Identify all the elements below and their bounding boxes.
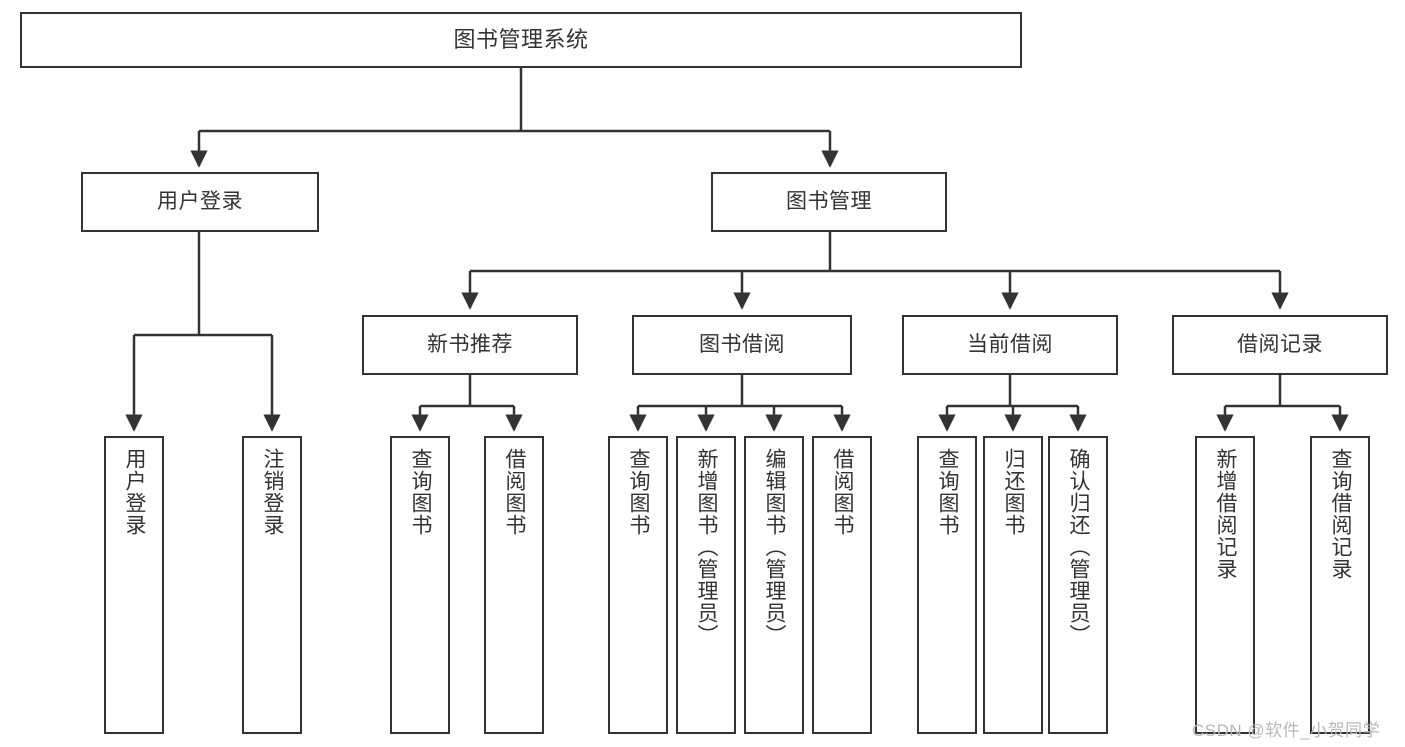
- node-borrow-records[interactable]: 借阅记录: [1172, 315, 1388, 375]
- leaf-borrow-query-book[interactable]: 查询图书: [608, 436, 668, 734]
- node-root-label: 图书管理系统: [453, 27, 589, 53]
- leaf-borrow-edit-book-label: 编辑图书（管理员）: [763, 448, 787, 646]
- leaf-new-book-query-label: 查询图书: [409, 448, 433, 536]
- node-new-book-recommend-label: 新书推荐: [427, 332, 513, 356]
- leaf-records-add-label: 新增借阅记录: [1214, 448, 1238, 580]
- leaf-borrow-edit-book[interactable]: 编辑图书（管理员）: [744, 436, 804, 734]
- leaf-records-add[interactable]: 新增借阅记录: [1195, 436, 1255, 734]
- node-book-borrow-label: 图书借阅: [699, 332, 785, 356]
- leaf-borrow-query-book-label: 查询图书: [627, 448, 651, 536]
- node-new-book-recommend[interactable]: 新书推荐: [362, 315, 578, 375]
- leaf-user-login[interactable]: 用户登录: [104, 436, 164, 734]
- node-book-management-label: 图书管理: [786, 189, 872, 213]
- leaf-user-logout-label: 注销登录: [261, 448, 285, 536]
- leaf-borrow-borrow-book-label: 借阅图书: [831, 448, 855, 536]
- leaf-user-logout[interactable]: 注销登录: [242, 436, 302, 734]
- leaf-new-book-borrow-label: 借阅图书: [503, 448, 527, 536]
- node-root[interactable]: 图书管理系统: [20, 12, 1022, 68]
- leaf-borrow-add-book[interactable]: 新增图书（管理员）: [676, 436, 736, 734]
- leaf-current-return-book-label: 归还图书: [1002, 448, 1026, 536]
- leaf-borrow-borrow-book[interactable]: 借阅图书: [812, 436, 872, 734]
- node-book-borrow[interactable]: 图书借阅: [632, 315, 852, 375]
- node-current-borrow-label: 当前借阅: [967, 332, 1053, 356]
- leaf-new-book-query[interactable]: 查询图书: [390, 436, 450, 734]
- leaf-borrow-add-book-label: 新增图书（管理员）: [695, 448, 719, 646]
- node-user-login-label: 用户登录: [157, 189, 243, 213]
- leaf-current-return-book[interactable]: 归还图书: [983, 436, 1043, 734]
- leaf-records-query-label: 查询借阅记录: [1329, 448, 1353, 580]
- leaf-user-login-label: 用户登录: [123, 448, 147, 536]
- node-user-login[interactable]: 用户登录: [81, 172, 319, 232]
- csdn-watermark: CSDN @软件_小贺同学: [1192, 721, 1381, 740]
- node-current-borrow[interactable]: 当前借阅: [902, 315, 1118, 375]
- node-book-management[interactable]: 图书管理: [711, 172, 947, 232]
- leaf-current-query-book-label: 查询图书: [936, 448, 960, 536]
- node-borrow-records-label: 借阅记录: [1237, 332, 1323, 356]
- leaf-current-query-book[interactable]: 查询图书: [917, 436, 977, 734]
- leaf-new-book-borrow[interactable]: 借阅图书: [484, 436, 544, 734]
- leaf-current-confirm-return-label: 确认归还（管理员）: [1067, 448, 1091, 646]
- leaf-current-confirm-return[interactable]: 确认归还（管理员）: [1048, 436, 1108, 734]
- leaf-records-query[interactable]: 查询借阅记录: [1310, 436, 1370, 734]
